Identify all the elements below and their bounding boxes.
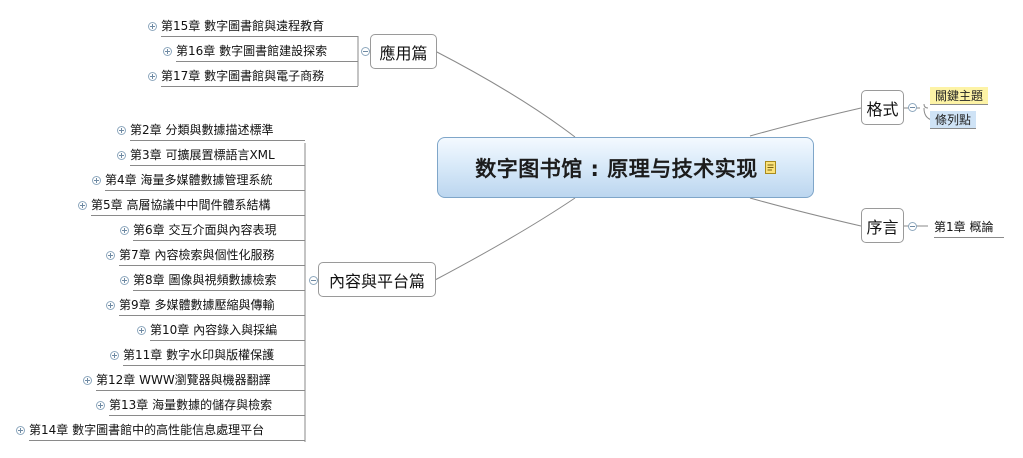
expand-icon[interactable] <box>120 276 129 285</box>
expand-icon[interactable] <box>16 426 25 435</box>
topic-content[interactable]: 內容與平台篇 <box>318 262 436 297</box>
branch-lines-application <box>357 36 370 86</box>
underline <box>96 390 305 391</box>
subtopic-ch6[interactable]: 第6章 交互介面與內容表現 <box>133 221 305 241</box>
expand-icon[interactable] <box>148 22 157 31</box>
expand-icon[interactable] <box>120 226 129 235</box>
expand-icon[interactable] <box>117 151 126 160</box>
underline <box>29 440 305 441</box>
subtopic-label: 關鍵主題 <box>935 89 984 103</box>
subtopic-ch3[interactable]: 第3章 可擴展置標語言XML <box>130 146 305 166</box>
topic-label: 格式 <box>866 99 899 119</box>
central-title: 数字图书馆 : 原理与技术实现 <box>475 156 758 181</box>
subtopic-label: 第4章 海量多媒體數據管理系統 <box>105 173 273 187</box>
subtopic-ch5[interactable]: 第5章 高層協議中中間件體系結構 <box>91 196 305 216</box>
underline <box>161 86 358 87</box>
topic-label: 內容與平台篇 <box>328 271 425 291</box>
expand-icon[interactable] <box>117 126 126 135</box>
subtopic-label: 第1章 概論 <box>934 220 994 234</box>
expand-icon[interactable] <box>92 176 101 185</box>
subtopic-ch15[interactable]: 第15章 數字圖書館與遠程教育 <box>161 17 358 37</box>
underline <box>133 290 305 291</box>
subtopic-ch9[interactable]: 第9章 多媒體數據壓縮與傳輸 <box>119 296 305 316</box>
collapse-icon[interactable] <box>908 222 917 231</box>
subtopic-label: 第12章 WWW瀏覽器與機器翻譯 <box>96 373 271 387</box>
underline <box>133 240 305 241</box>
subtopic-label: 第11章 數字水印與版權保護 <box>123 348 275 362</box>
subtopic-key-topic[interactable]: 關鍵主題 <box>930 87 989 105</box>
collapse-icon[interactable] <box>361 47 370 56</box>
underline <box>176 61 358 62</box>
topic-format[interactable]: 格式 <box>861 90 904 125</box>
underline <box>119 265 305 266</box>
underline <box>130 165 305 166</box>
central-topic[interactable]: 数字图书馆 : 原理与技术实现 <box>437 137 814 198</box>
topic-preface[interactable]: 序言 <box>861 208 904 243</box>
connector-content <box>434 197 576 281</box>
subtopic-ch14[interactable]: 第14章 數字圖書館中的高性能信息處理平台 <box>29 421 305 441</box>
underline <box>161 36 358 37</box>
subtopic-label: 第2章 分類與數據描述標準 <box>130 123 274 137</box>
collapse-icon[interactable] <box>309 276 318 285</box>
underline <box>91 215 305 216</box>
subtopic-label: 第9章 多媒體數據壓縮與傳輸 <box>119 298 275 312</box>
subtopic-label: 第14章 數字圖書館中的高性能信息處理平台 <box>29 423 265 437</box>
subtopic-label: 第17章 數字圖書館與電子商務 <box>161 69 325 83</box>
expand-icon[interactable] <box>137 326 146 335</box>
subtopic-bullet-point[interactable]: 條列點 <box>930 111 977 129</box>
expand-icon[interactable] <box>96 401 105 410</box>
subtopic-ch17[interactable]: 第17章 數字圖書館與電子商務 <box>161 67 358 87</box>
underline <box>109 415 305 416</box>
subtopic-ch13[interactable]: 第13章 海量數據的儲存與檢索 <box>109 396 305 416</box>
subtopic-label: 第5章 高層協議中中間件體系結構 <box>91 198 271 212</box>
subtopic-label: 條列點 <box>935 113 972 127</box>
connector-preface <box>749 197 862 227</box>
subtopic-ch2[interactable]: 第2章 分類與數據描述標準 <box>130 121 305 141</box>
expand-icon[interactable] <box>106 251 115 260</box>
underline <box>934 237 1004 238</box>
subtopic-ch7[interactable]: 第7章 內容檢索與個性化服務 <box>119 246 305 266</box>
expand-icon[interactable] <box>78 201 87 210</box>
subtopic-label: 第15章 數字圖書館與遠程教育 <box>161 19 325 33</box>
topic-application[interactable]: 應用篇 <box>370 34 437 69</box>
underline <box>150 340 305 341</box>
subtopic-ch8[interactable]: 第8章 圖像與視頻數據檢索 <box>133 271 305 291</box>
collapse-icon[interactable] <box>908 103 917 112</box>
expand-icon[interactable] <box>163 47 172 56</box>
connector-format <box>749 107 862 137</box>
expand-icon[interactable] <box>110 351 119 360</box>
subtopic-label: 第3章 可擴展置標語言XML <box>130 148 275 162</box>
underline <box>105 190 305 191</box>
subtopic-ch4[interactable]: 第4章 海量多媒體數據管理系統 <box>105 171 305 191</box>
subtopic-label: 第16章 數字圖書館建設探索 <box>176 44 328 58</box>
connector-application <box>434 50 576 138</box>
underline <box>123 365 305 366</box>
subtopic-label: 第8章 圖像與視頻數據檢索 <box>133 273 277 287</box>
subtopic-label: 第10章 內容錄入與採編 <box>150 323 278 337</box>
subtopic-ch10[interactable]: 第10章 內容錄入與採編 <box>150 321 305 341</box>
expand-icon[interactable] <box>83 376 92 385</box>
subtopic-ch1[interactable]: 第1章 概論 <box>934 218 1004 238</box>
subtopic-label: 第7章 內容檢索與個性化服務 <box>119 248 275 262</box>
topic-label: 應用篇 <box>379 43 428 63</box>
subtopic-ch12[interactable]: 第12章 WWW瀏覽器與機器翻譯 <box>96 371 305 391</box>
expand-icon[interactable] <box>148 72 157 81</box>
subtopic-label: 第6章 交互介面與內容表現 <box>133 223 277 237</box>
subtopic-ch16[interactable]: 第16章 數字圖書館建設探索 <box>176 42 358 62</box>
expand-icon[interactable] <box>106 301 115 310</box>
underline <box>119 315 305 316</box>
note-icon[interactable] <box>764 161 776 174</box>
subtopic-label: 第13章 海量數據的儲存與檢索 <box>109 398 273 412</box>
branch-lines-content <box>304 143 318 442</box>
subtopic-ch11[interactable]: 第11章 數字水印與版權保護 <box>123 346 305 366</box>
underline <box>130 140 305 141</box>
topic-label: 序言 <box>866 217 899 237</box>
